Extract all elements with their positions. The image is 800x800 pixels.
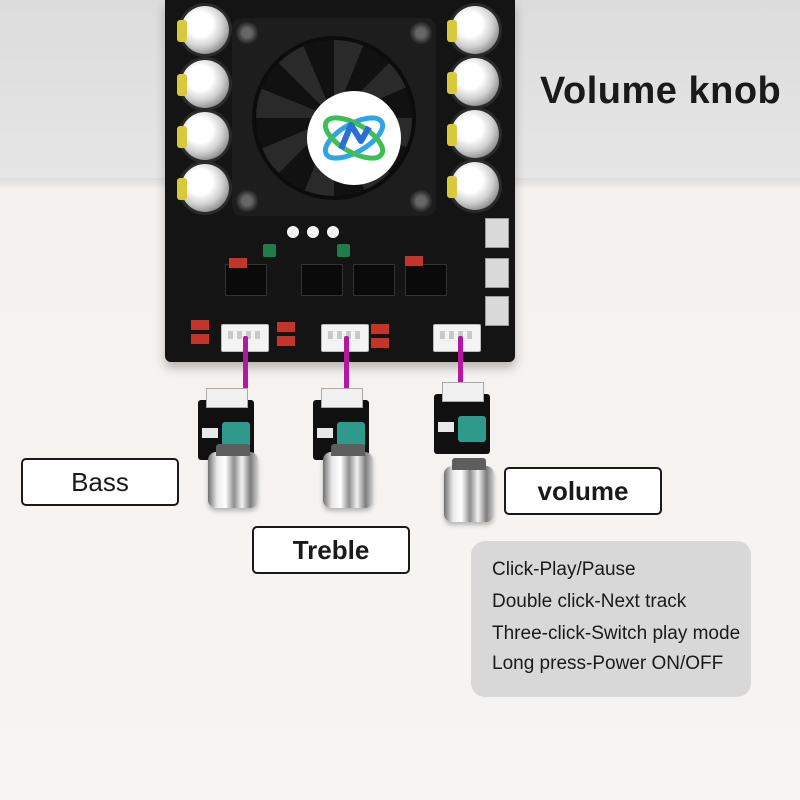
resistor-icon [405,256,423,266]
resistor-icon [229,258,247,268]
treble-knob[interactable] [323,444,373,508]
module-marking [317,428,333,438]
capacitor-icon [177,164,229,212]
module-connector [321,388,363,408]
bass-knob[interactable] [208,444,258,508]
info-line-click: Click-Play/Pause [492,559,636,580]
capacitor-icon [447,110,499,158]
capacitor-icon [177,112,229,160]
trimmer-icon [263,244,276,257]
capacitor-icon [447,58,499,106]
cooling-fan [232,18,436,216]
side-connector-icon [485,258,509,288]
capacitor-icon [177,6,229,54]
potentiometer-icon [337,422,365,448]
info-line-long-press: Long press-Power ON/OFF [492,653,724,674]
resistor-icon [277,322,295,332]
resistor-icon [191,334,209,344]
chip-icon [225,264,267,296]
volume-knob[interactable] [444,458,494,522]
bass-wire [243,336,248,412]
potentiometer-icon [222,422,250,448]
brand-logo-icon [322,115,386,161]
page-title: Volume knob [540,70,782,112]
fan-blades [252,36,416,200]
volume-connector [433,324,481,352]
module-connector [206,388,248,408]
module-connector [442,382,484,402]
knob-functions-panel: Click-Play/Pause Double click-Next track… [471,541,751,697]
module-marking [438,422,454,432]
screw-icon [236,22,258,44]
volume-label: volume [504,467,662,515]
resistor-icon [277,336,295,346]
resistor-icon [371,338,389,348]
screw-icon [410,22,432,44]
side-connector-icon [485,218,509,248]
led-icon [327,226,339,238]
resistor-icon [371,324,389,334]
fan-logo [307,91,401,185]
info-line-three-click: Three-click-Switch play mode [492,623,741,644]
capacitor-icon [447,162,499,210]
module-marking [202,428,218,438]
resistor-icon [191,320,209,330]
chip-icon [405,264,447,296]
side-connector-icon [485,296,509,326]
volume-pot-module [434,382,490,454]
led-icon [287,226,299,238]
potentiometer-icon [458,416,486,442]
capacitor-icon [447,6,499,54]
treble-label: Treble [252,526,410,574]
chip-icon [301,264,343,296]
info-line-double-click: Double click-Next track [492,591,687,612]
capacitor-icon [177,60,229,108]
volume-wire [458,336,463,404]
trimmer-icon [337,244,350,257]
chip-icon [353,264,395,296]
bass-label: Bass [21,458,179,506]
treble-wire [344,336,349,412]
screw-icon [410,190,432,212]
led-icon [307,226,319,238]
screw-icon [236,190,258,212]
